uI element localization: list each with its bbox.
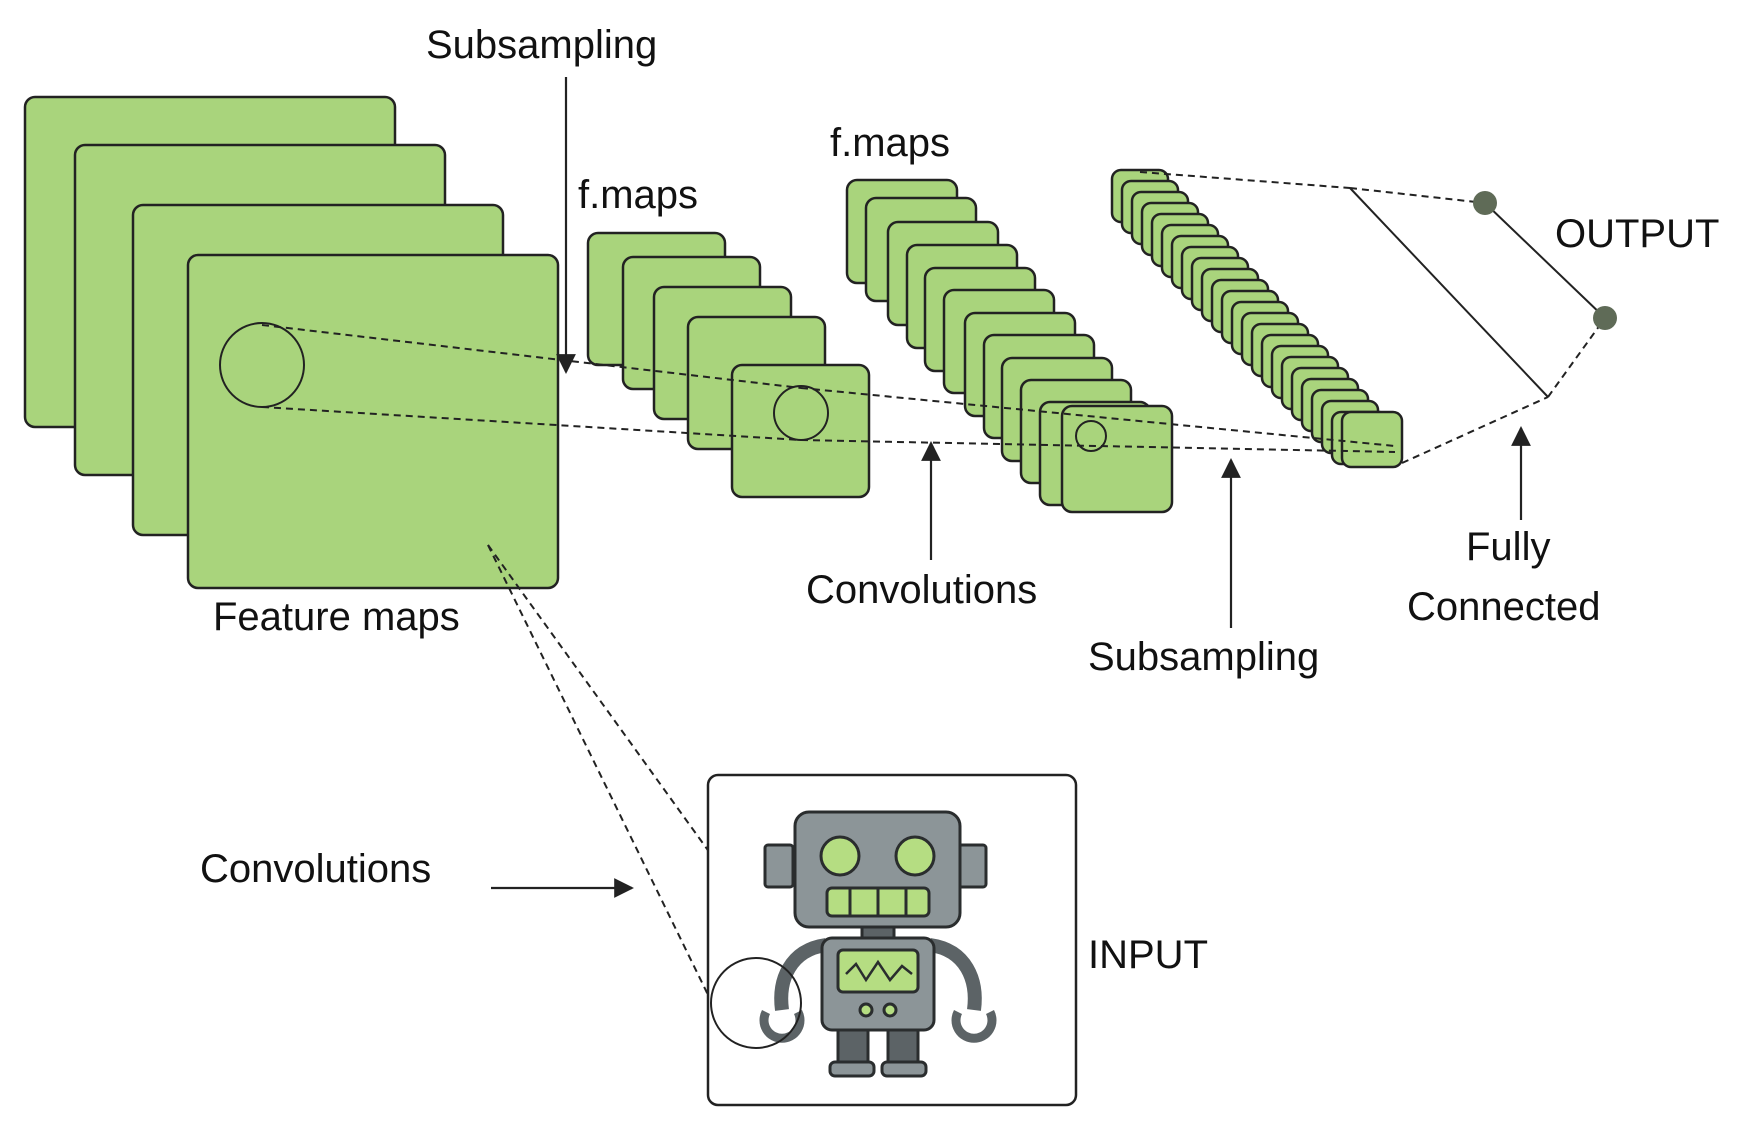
label-fully: Fully [1466, 525, 1550, 569]
feature-maps-stack [23, 95, 560, 590]
label-fmaps-2: f.maps [830, 121, 950, 165]
label-subsampling-bottom: Subsampling [1088, 635, 1319, 679]
label-connected: Connected [1407, 585, 1600, 629]
input-image [706, 773, 1078, 1107]
node-dot-icon [1593, 306, 1617, 330]
arrows [491, 77, 1531, 898]
label-output: OUTPUT [1555, 212, 1719, 256]
fmaps-stack-2 [845, 178, 1174, 514]
fully-connected-layer [1349, 187, 1617, 398]
receptive-field-circle-3 [1075, 420, 1107, 452]
robot-icon [759, 810, 997, 1078]
node-dot-icon [1473, 191, 1497, 215]
label-convolutions-left: Convolutions [200, 847, 431, 891]
label-feature-maps: Feature maps [213, 595, 460, 639]
subsampled-stack [1110, 168, 1404, 469]
label-convolutions-mid: Convolutions [806, 568, 1037, 612]
label-input: INPUT [1088, 933, 1208, 977]
input-receptive-field-circle [710, 957, 802, 1049]
label-fmaps-1: f.maps [578, 173, 698, 217]
label-subsampling-top: Subsampling [426, 23, 657, 67]
fmaps-stack-1 [586, 231, 871, 499]
